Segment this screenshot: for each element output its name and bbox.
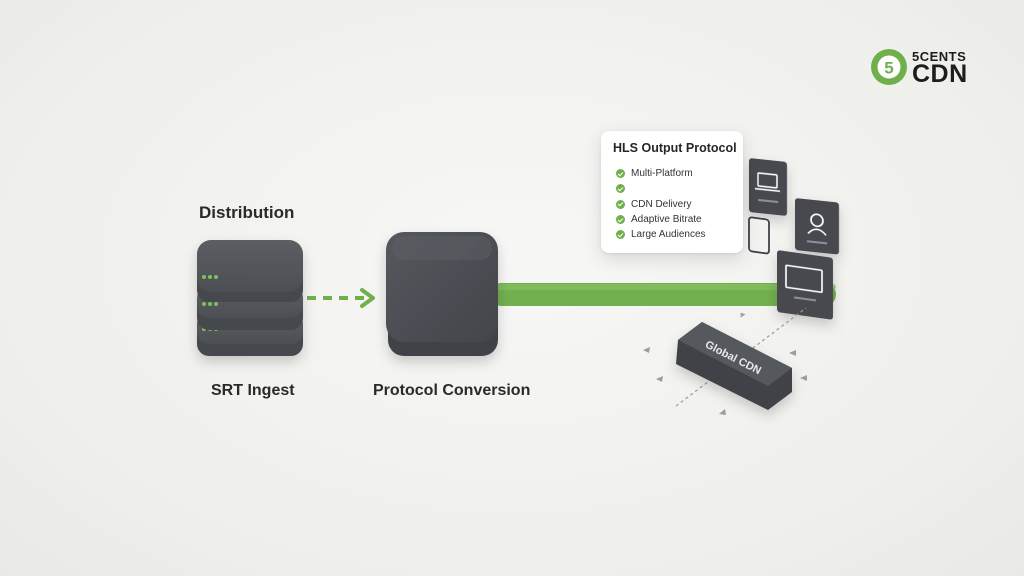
check-icon [616,169,625,179]
hls-output-card: HLS Output Protocol Multi-Platform CDN D… [601,131,743,253]
list-item [616,181,706,196]
logo-badge-icon: 5 [871,49,907,85]
check-icon [616,215,625,225]
server-stack-icon [197,240,303,356]
feature-label: CDN Delivery [631,198,692,210]
delivery-pipe [490,283,836,306]
distribution-heading: Distribution [199,203,295,222]
srt-ingest-label: SRT Ingest [211,382,295,399]
feature-label: Multi-Platform [631,168,693,180]
hls-feature-list: Multi-Platform CDN Delivery Adaptive Bit… [616,166,706,242]
list-item: Large Audiences [616,227,706,242]
hls-card-title: HLS Output Protocol [613,141,737,155]
tv-device [777,250,833,320]
check-icon [616,230,625,240]
laptop-icon [755,172,780,193]
check-icon [616,199,625,209]
cube-icon [386,232,498,356]
global-cdn-node [643,307,807,415]
user-icon [807,213,827,236]
phone-device [748,216,770,255]
feature-label: Large Audiences [631,229,706,241]
logo-badge-number: 5 [884,59,893,78]
tv-icon [785,264,823,294]
ingest-arrow [307,288,375,308]
laptop-device [749,158,787,216]
check-icon [616,184,625,194]
protocol-conversion-label: Protocol Conversion [373,382,531,399]
brand-logo: 5 5CENTS CDN [870,46,985,90]
list-item: Adaptive Bitrate [616,212,706,227]
feature-label: Adaptive Bitrate [631,214,702,226]
list-item: CDN Delivery [616,197,706,212]
user-device [795,198,839,255]
list-item: Multi-Platform [616,166,706,181]
logo-line2: CDN [912,60,968,88]
logo-line1: 5CENTS [912,49,967,64]
